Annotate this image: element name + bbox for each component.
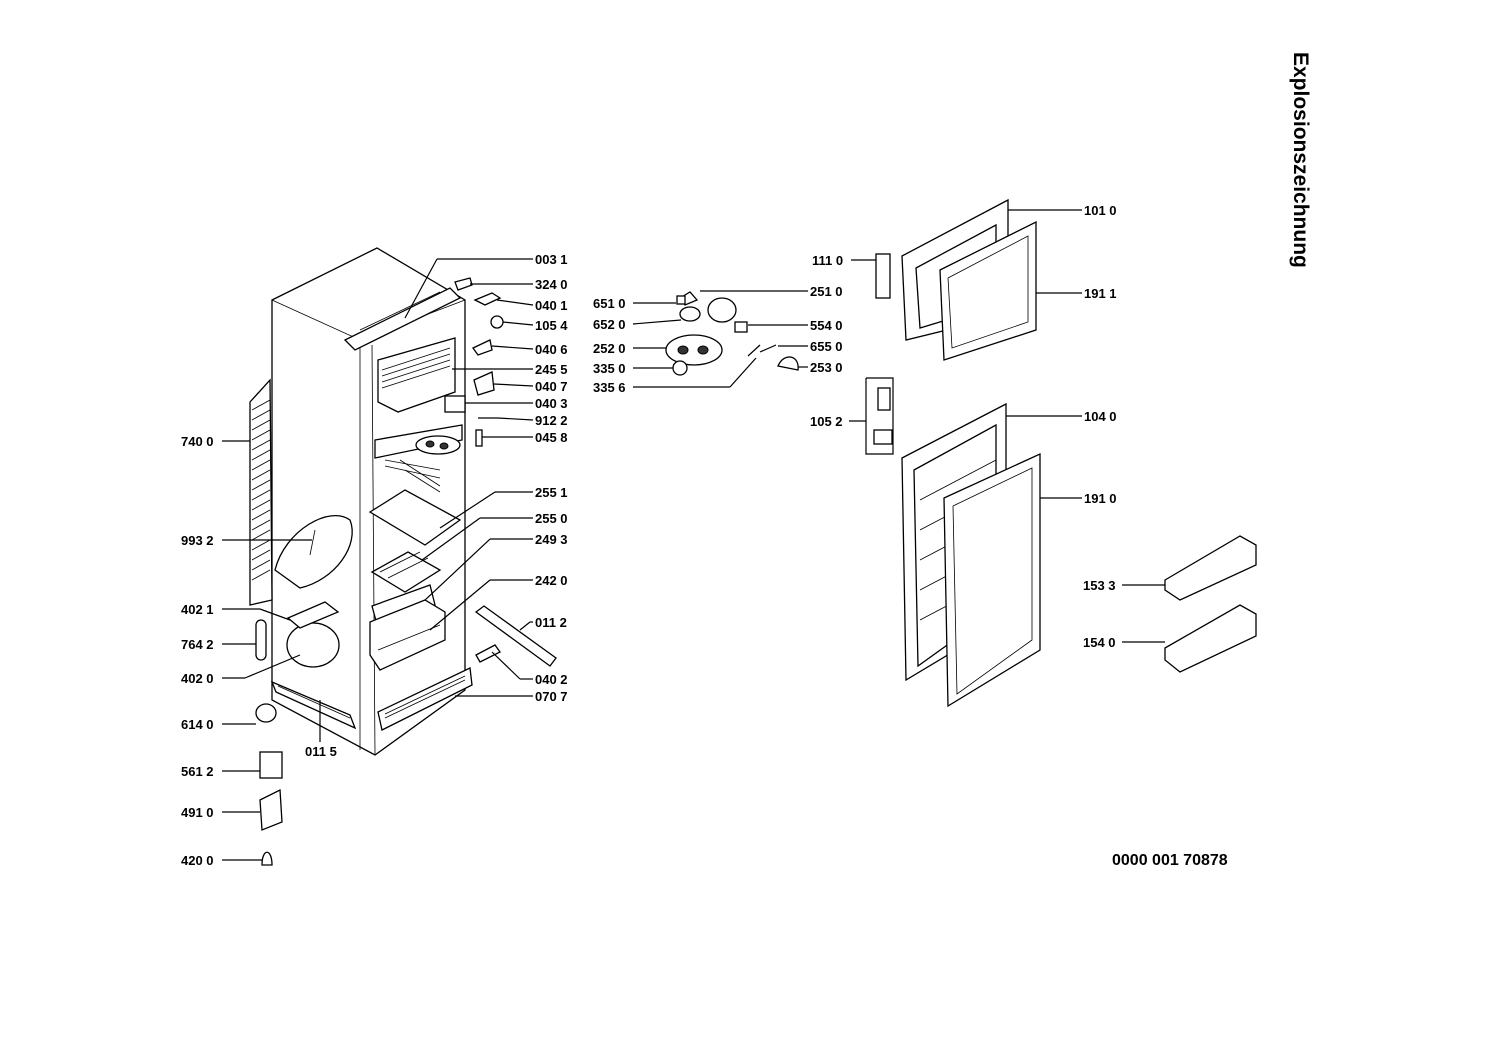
condenser-coil	[249, 378, 353, 606]
part-label-5612: 561 2	[181, 764, 214, 779]
part-label-0407: 040 7	[535, 379, 568, 394]
part-label-4910: 491 0	[181, 805, 214, 820]
part-labels: 003 1 324 0 040 1 105 4 040 6 245 5 040 …	[181, 203, 1117, 868]
part-label-1110: 111 0	[812, 253, 843, 268]
part-label-0031: 003 1	[535, 252, 568, 267]
part-label-4200: 420 0	[181, 853, 214, 868]
part-label-0112: 011 2	[535, 615, 567, 630]
part-label-6510: 651 0	[593, 296, 626, 311]
part-label-0707: 070 7	[535, 689, 568, 704]
part-label-1911: 191 1	[1084, 286, 1117, 301]
part-label-2520: 252 0	[593, 341, 626, 356]
page-title: Explosionszeichnung	[1289, 52, 1312, 268]
part-label-1540: 154 0	[1083, 635, 1116, 650]
refrigerator-cabinet	[271, 247, 473, 756]
part-label-2530: 253 0	[810, 360, 843, 375]
part-label-6140: 614 0	[181, 717, 214, 732]
part-label-1533: 153 3	[1083, 578, 1116, 593]
part-label-1040: 104 0	[1084, 409, 1117, 424]
part-label-2550: 255 0	[535, 511, 568, 526]
part-label-0406: 040 6	[535, 342, 568, 357]
part-label-0402: 040 2	[535, 672, 568, 687]
part-label-1010: 101 0	[1084, 203, 1117, 218]
part-label-0401: 040 1	[535, 298, 568, 313]
part-label-0403: 040 3	[535, 396, 568, 411]
part-label-9122: 912 2	[535, 413, 568, 428]
part-label-1910: 191 0	[1084, 491, 1117, 506]
top-small-parts	[444, 277, 504, 447]
part-label-9932: 993 2	[181, 533, 214, 548]
part-label-0115: 011 5	[305, 744, 337, 759]
fridge-door-assembly	[865, 377, 1041, 708]
door-shelves	[1164, 535, 1257, 673]
leader-lines	[222, 209, 1165, 861]
part-label-3350: 335 0	[593, 361, 626, 376]
part-label-7642: 764 2	[181, 637, 214, 652]
part-label-2455: 245 5	[535, 362, 568, 377]
part-label-2493: 249 3	[535, 532, 568, 547]
part-label-2420: 242 0	[535, 573, 568, 588]
part-label-1052: 105 2	[810, 414, 843, 429]
part-label-3240: 324 0	[535, 277, 568, 292]
thermostat-cluster	[665, 291, 799, 376]
part-label-0458: 045 8	[535, 430, 568, 445]
part-label-6550: 655 0	[810, 339, 843, 354]
part-label-4021: 402 1	[181, 602, 214, 617]
part-label-7400: 740 0	[181, 434, 214, 449]
part-label-2551: 255 1	[535, 485, 568, 500]
part-label-4020: 402 0	[181, 671, 214, 686]
part-label-2510: 251 0	[810, 284, 843, 299]
part-label-1054: 105 4	[535, 318, 568, 333]
cabinet-hardware-right	[474, 605, 557, 667]
part-label-3356: 335 6	[593, 380, 626, 395]
part-label-5540: 554 0	[810, 318, 843, 333]
compressor-assembly	[255, 601, 357, 866]
document-number: 0000 001 70878	[1112, 852, 1228, 869]
freezer-door-assembly	[875, 198, 1037, 361]
part-label-6520: 652 0	[593, 317, 626, 332]
